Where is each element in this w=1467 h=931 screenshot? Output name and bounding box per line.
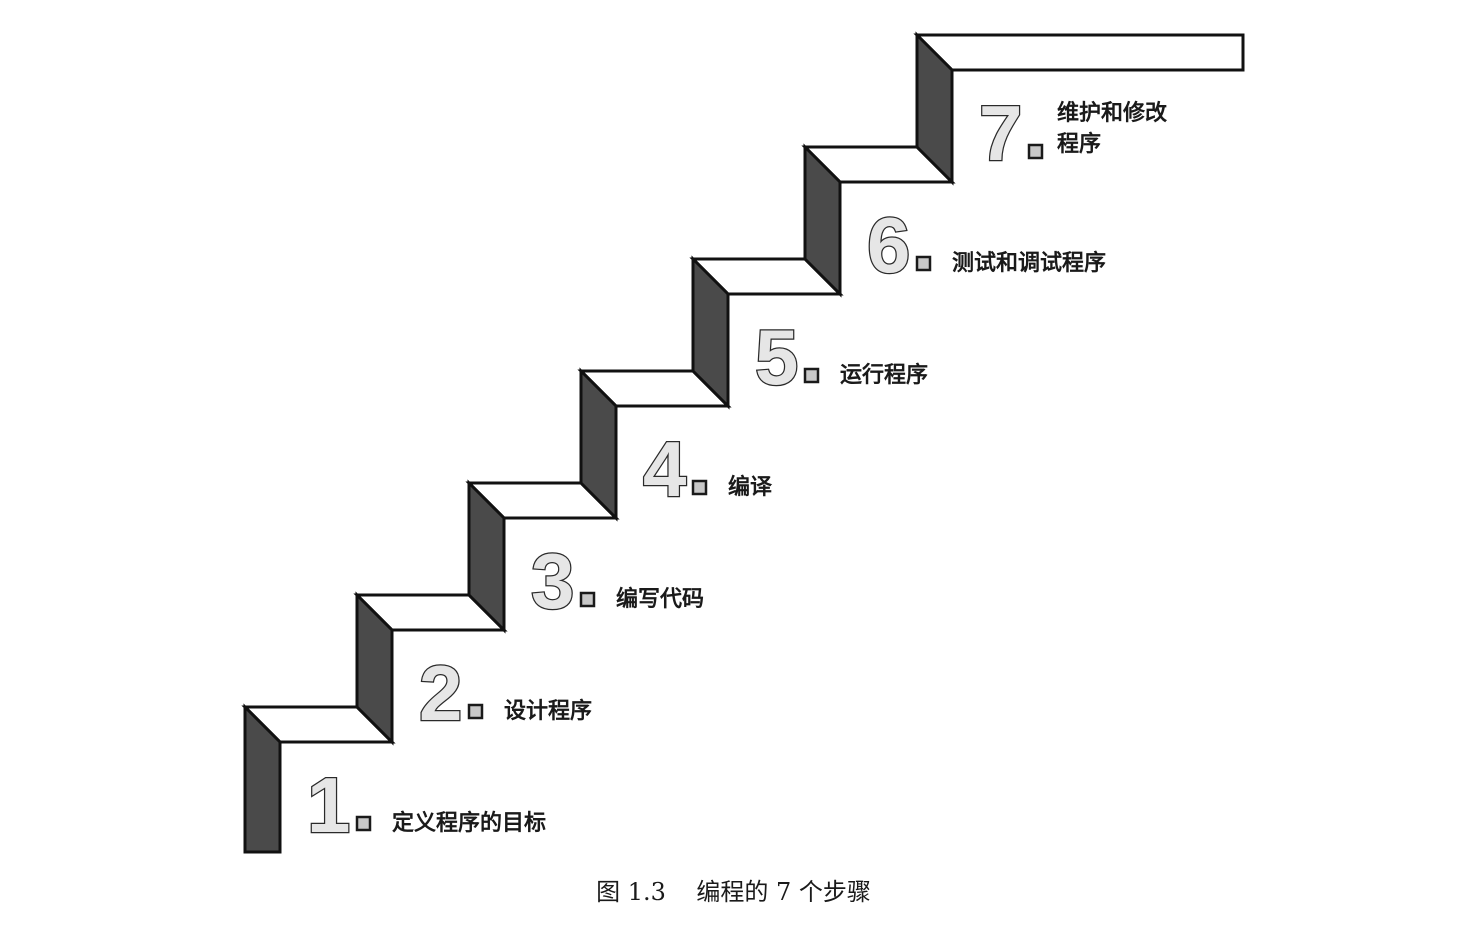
step-bullet-2 xyxy=(467,703,484,720)
figure-caption: 图 1.3 编程的 7 个步骤 xyxy=(596,878,871,906)
step-bullet-3 xyxy=(579,591,596,608)
step-bullet-1 xyxy=(355,815,372,832)
stair-riser-2 xyxy=(355,591,394,746)
stair-riser-6 xyxy=(803,143,842,298)
step-label-2: 设计程序 xyxy=(504,698,592,724)
stair-riser-3 xyxy=(467,479,506,634)
step-bullet-7 xyxy=(1027,143,1044,160)
stair-riser-4 xyxy=(579,367,618,522)
step-label-6: 测试和调试程序 xyxy=(952,250,1106,276)
step-label-4: 编译 xyxy=(728,474,773,500)
step-number-7: 7 xyxy=(979,89,1022,177)
stair-riser-1 xyxy=(243,703,282,854)
step-number-2: 2 xyxy=(419,649,462,737)
stair-riser-7 xyxy=(915,31,954,186)
step-number-6: 6 xyxy=(867,201,910,289)
stairs xyxy=(241,31,1245,854)
step-number-5: 5 xyxy=(755,313,798,401)
step-label-3: 编写代码 xyxy=(616,586,704,612)
step-number-1: 1 xyxy=(307,761,350,849)
step-number-3: 3 xyxy=(531,537,574,625)
step-label-7-line-2: 程序 xyxy=(1057,131,1101,157)
step-label-7-line-1: 维护和修改 xyxy=(1057,100,1168,126)
step-label-5: 运行程序 xyxy=(840,362,928,388)
step-bullet-4 xyxy=(691,479,708,496)
step-number-4: 4 xyxy=(643,425,686,513)
step-labels: 1 定义程序的目标 2 设计程序 3 编写代码 4 编译 5 运行程序 6 测试和调试程序 7 维护和修改… xyxy=(306,88,1168,851)
step-label-1: 定义程序的目标 xyxy=(392,810,546,836)
stair-riser-5 xyxy=(691,255,730,410)
stair-tread-7 xyxy=(913,33,1245,72)
step-bullet-6 xyxy=(915,255,932,272)
step-bullet-5 xyxy=(803,367,820,384)
